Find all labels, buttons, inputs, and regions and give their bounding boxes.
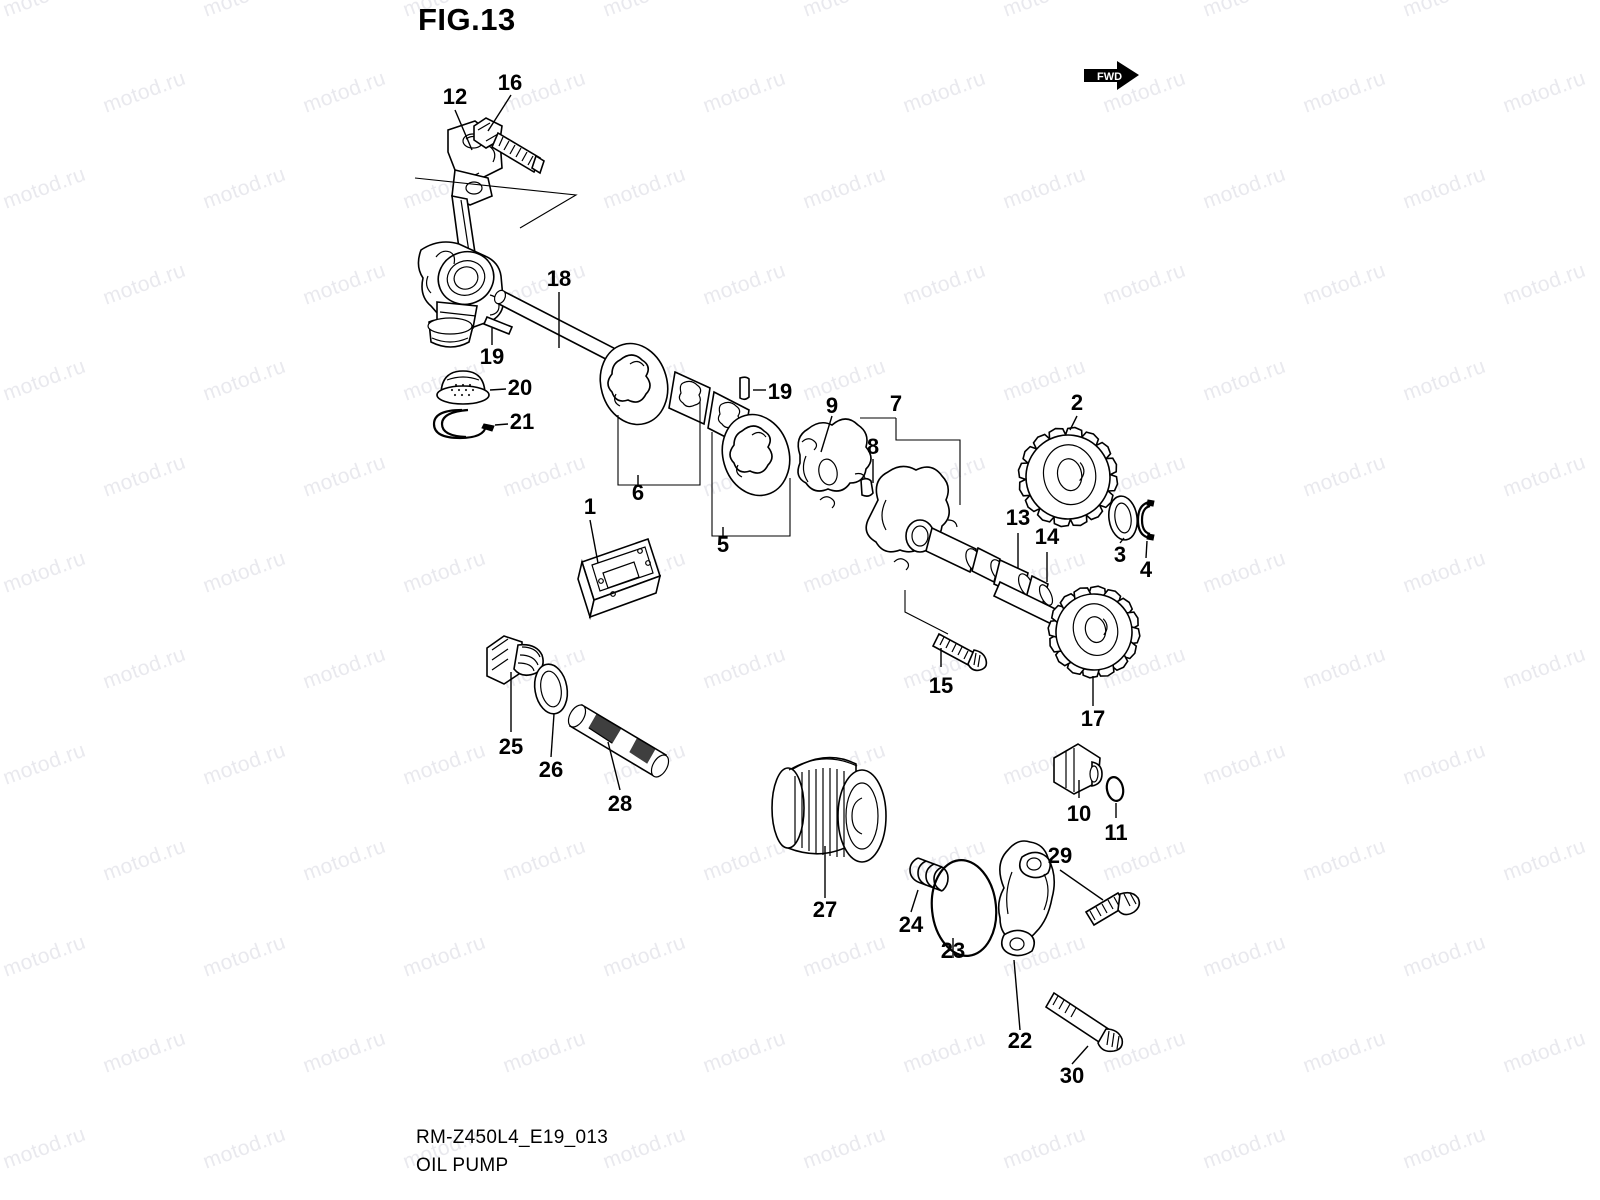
- bracket-leader-6: [617, 402, 701, 486]
- bracket-leader-7: [895, 418, 961, 505]
- callout-o-ring-relief-valve: 11: [1104, 820, 1128, 845]
- svg-text:FWD: FWD: [1097, 71, 1122, 83]
- part-19-pin-rotor: [739, 376, 750, 401]
- callout-o-ring-filter-cap: 23: [940, 938, 966, 963]
- leader-16: [487, 94, 512, 132]
- model-code: RM-Z450L4_E19_013: [416, 1127, 609, 1148]
- callout-bolt-pump-body: 15: [928, 673, 954, 698]
- part-27-oil-filter-element: [771, 756, 887, 863]
- part-9-oil-pump-plate: [797, 418, 872, 509]
- part-6-rotor-mid-a: [668, 370, 711, 426]
- part-25-oil-drain-plug: [486, 635, 544, 685]
- part-12-oil-pump-bracket-assembly: [417, 120, 505, 348]
- bracket-leader-12: [414, 177, 578, 229]
- leader-9: [820, 415, 833, 453]
- part-8-dowel-pin: [860, 477, 874, 497]
- part-24-spring: [909, 857, 949, 892]
- part-17-drive-gear: [1047, 585, 1141, 679]
- callout-oil-drain-plug: 25: [498, 734, 524, 759]
- part-4-circlip: [1136, 499, 1155, 541]
- callout-oil-pump-gasket-plate: 1: [583, 494, 597, 519]
- page-title: FIG.13: [418, 2, 516, 37]
- leader-26: [550, 713, 555, 758]
- part-15-bolt: [931, 632, 988, 672]
- leader-22: [1013, 959, 1021, 1031]
- fwd-arrow-icon: FWD: [1084, 60, 1140, 94]
- part-2-driven-gear: [1017, 426, 1119, 528]
- callout-bolt-filter-cap-long: 30: [1059, 1063, 1085, 1088]
- leader-3: [1119, 537, 1125, 544]
- part-19b-pin-shaft: [482, 315, 514, 336]
- callout-bolt-filter-cap-short: 29: [1047, 843, 1073, 868]
- leader-30: [1071, 1045, 1089, 1065]
- part-20-oil-strainer-cap: [436, 370, 490, 405]
- leader-21: [494, 423, 509, 426]
- callout-relief-valve: 10: [1066, 801, 1092, 826]
- diagram-name: OIL PUMP: [416, 1155, 509, 1176]
- part-29-bolt-short: [1084, 891, 1141, 927]
- part-1-gasket-plate: [577, 537, 662, 621]
- callout-pin-rotor: 19: [767, 379, 793, 404]
- part-3-washer: [1108, 495, 1138, 541]
- callout-bolt-bracket: 16: [497, 70, 523, 95]
- callout-oil-pump-bracket-assembly: 12: [442, 84, 468, 109]
- part-22-oil-filter-cap: [997, 840, 1056, 957]
- leader-24: [910, 889, 919, 913]
- callout-oil-pump-body: 7: [889, 391, 903, 416]
- leader-4: [1145, 540, 1148, 559]
- callout-oil-strainer-cap: 20: [507, 375, 533, 400]
- callout-oil-filter-element: 27: [812, 897, 838, 922]
- part-23-o-ring-filter-cap: [930, 859, 998, 957]
- part-16-bolt: [473, 117, 545, 175]
- leader-29: [1059, 869, 1104, 901]
- leader-1: [589, 519, 599, 564]
- leader-28: [607, 741, 621, 791]
- callout-rotor-set-outer: 6: [631, 480, 645, 505]
- callout-washer: 3: [1113, 542, 1127, 567]
- callout-pin-shaft: 19: [479, 344, 505, 369]
- callout-snap-ring: 21: [509, 409, 535, 434]
- leader-20: [489, 388, 507, 391]
- part-28-oil-pipe: [567, 703, 670, 778]
- part-26-gasket: [533, 663, 569, 715]
- footer: RM-Z450L4_E19_013 OIL PUMP: [416, 1124, 608, 1180]
- part-7-oil-pump-body: [865, 465, 1006, 584]
- bracket-leader-5: [711, 432, 791, 537]
- callout-bushing-large: 13: [1005, 505, 1031, 530]
- part-10-relief-valve: [1053, 743, 1103, 795]
- part-11-o-ring-relief-valve: [1105, 776, 1125, 802]
- callout-oil-filter-cap: 22: [1007, 1028, 1033, 1053]
- bracket-leader-15: [904, 590, 949, 635]
- callout-rotor-set-inner: 5: [716, 532, 730, 557]
- callout-oil-pipe: 28: [607, 791, 633, 816]
- callout-circlip: 4: [1139, 557, 1153, 582]
- callout-oil-pump-plate: 9: [825, 393, 839, 418]
- part-21-snap-ring: [432, 408, 495, 440]
- leader-2: [1069, 415, 1078, 431]
- callout-oil-pump-driven-gear: 2: [1070, 390, 1084, 415]
- part-30-bolt-long: [1044, 991, 1124, 1053]
- leader-12: [454, 109, 473, 151]
- callout-bushing-small: 14: [1034, 524, 1060, 549]
- callout-oil-pump-drive-gear: 17: [1080, 706, 1106, 731]
- part-6-rotor-outer: [599, 342, 669, 426]
- callout-oil-pump-shaft: 18: [546, 266, 572, 291]
- part-5-rotor-outer: [721, 413, 791, 497]
- callout-gasket-drain-plug: 26: [538, 757, 564, 782]
- callout-oil-pump-dowel-pin: 8: [866, 434, 880, 459]
- callout-spring-filter: 24: [898, 912, 924, 937]
